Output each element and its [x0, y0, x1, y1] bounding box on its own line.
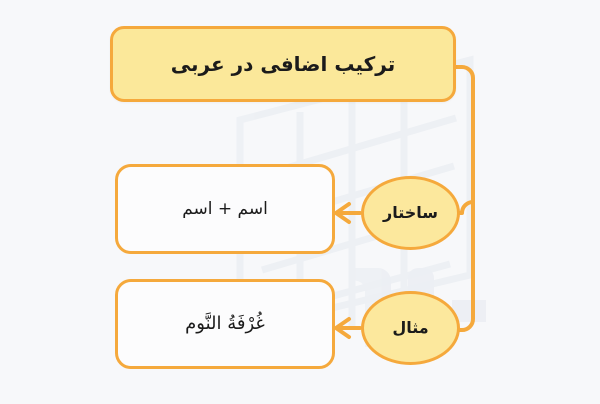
node-detail-example[interactable]: غُرْفَةُ النَّوم — [115, 279, 335, 369]
arrowhead-structure — [334, 202, 351, 224]
node-root-title-label: ترکیب اضافی در عربی — [170, 51, 396, 76]
node-category-example-label: مثال — [392, 318, 429, 338]
node-root-title[interactable]: ترکیب اضافی در عربی — [110, 26, 456, 102]
connector-root-to-structure — [454, 65, 475, 215]
connector-root-to-example — [457, 188, 475, 332]
arrowhead-example — [334, 317, 351, 339]
node-detail-structure-label: اسم + اسم — [182, 198, 268, 219]
node-category-structure-label: ساختار — [382, 203, 439, 223]
node-detail-example-label: غُرْفَةُ النَّوم — [185, 312, 265, 334]
node-category-structure[interactable]: ساختار — [361, 176, 460, 250]
node-detail-structure[interactable]: اسم + اسم — [115, 164, 335, 254]
node-category-example[interactable]: مثال — [361, 291, 460, 365]
